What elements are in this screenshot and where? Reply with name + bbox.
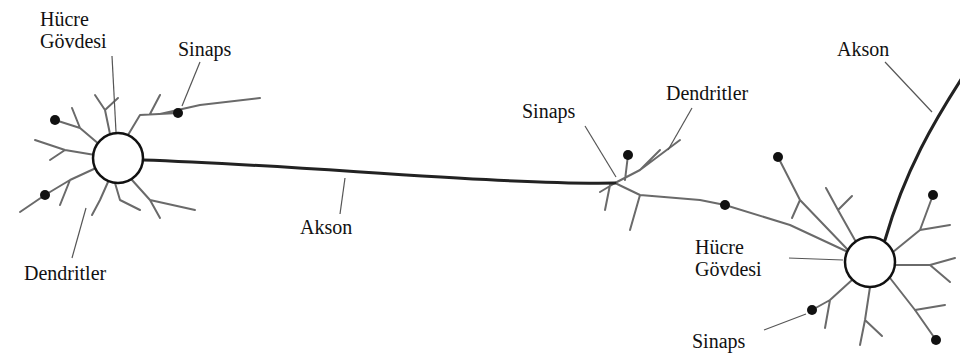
part-label: Dendritler <box>22 262 108 284</box>
dendrite <box>20 95 955 345</box>
cell-body <box>93 133 895 287</box>
cell-body <box>93 133 143 183</box>
dendrite <box>600 183 725 230</box>
leader-line <box>112 56 116 132</box>
leader-line <box>182 62 200 106</box>
dendrite <box>812 280 852 328</box>
synapse-dot <box>807 305 817 315</box>
part-label: Sinaps <box>176 38 233 60</box>
leader-line <box>585 126 616 177</box>
synapse-dot <box>40 108 941 345</box>
synapse-dot <box>720 200 730 210</box>
leader-line <box>72 56 932 330</box>
dendrite <box>92 182 140 215</box>
axon <box>143 160 615 183</box>
dendrite <box>55 108 100 145</box>
part-label: Akson <box>298 216 354 238</box>
leader-line <box>72 208 86 258</box>
cell-body <box>845 237 895 287</box>
dendrite <box>20 168 96 212</box>
dendrite <box>132 180 195 218</box>
synapse-dot <box>40 190 50 200</box>
part-label: Akson <box>835 38 891 60</box>
dendrite <box>826 188 856 242</box>
synapse-dot <box>773 152 783 162</box>
synapse-dot <box>173 108 183 118</box>
leader-line <box>764 314 806 330</box>
part-label: Sinaps <box>690 330 747 352</box>
part-label: Dendritler <box>664 82 750 104</box>
dendrite <box>893 195 950 252</box>
dendrite <box>895 258 955 282</box>
leader-line <box>668 108 692 150</box>
dendrite <box>35 140 95 160</box>
dendrite <box>860 287 882 345</box>
synapse-dot <box>928 190 938 200</box>
part-label: Hücre Gövdesi <box>38 8 134 52</box>
part-label: Sinaps <box>520 100 577 122</box>
synapse-dot <box>931 335 941 345</box>
part-label: Hücre Gövdesi <box>693 236 789 280</box>
axon <box>143 78 960 240</box>
leader-line <box>340 178 345 214</box>
dendrite <box>128 95 260 135</box>
leader-line <box>885 62 932 112</box>
synapse-dot <box>50 115 60 125</box>
synapse-dot <box>623 150 633 160</box>
leader-line <box>788 258 843 260</box>
dendrite <box>890 278 945 340</box>
